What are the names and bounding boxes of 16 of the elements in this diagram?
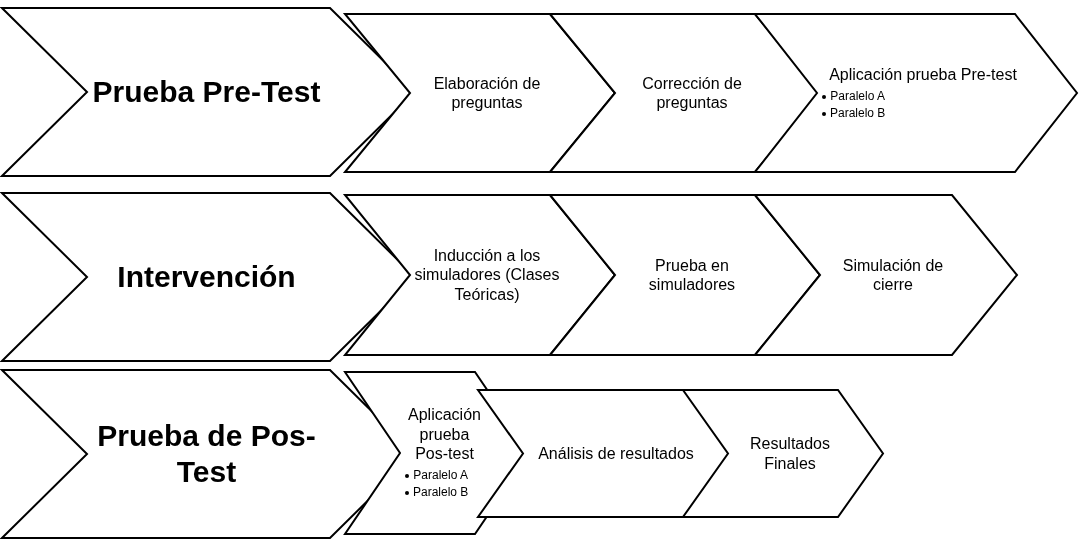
- step-label: Corrección de preguntas: [641, 73, 743, 113]
- bullet-item: Paralelo B: [404, 483, 469, 501]
- bullet-item: Paralelo A: [821, 87, 886, 105]
- bullet-item: Paralelo B: [821, 104, 886, 122]
- step-label: Elaboración de preguntas: [432, 73, 542, 113]
- step-label: Aplicación prueba Pos-test: [407, 405, 482, 463]
- step-label: Prueba de Pos-Test: [96, 418, 317, 490]
- step-label: Intervención: [117, 259, 296, 295]
- step-label: Análisis de resultados: [538, 443, 694, 464]
- bullet-item: Paralelo A: [404, 467, 469, 484]
- step-label: Inducción a los simuladores (Clases Teóricas): [414, 246, 560, 304]
- step-label: Resultados Finales: [748, 434, 831, 473]
- step-label: Aplicación prueba Pre-test: [829, 64, 1017, 84]
- step-label: Prueba Pre-Test: [92, 74, 321, 110]
- step-label: Simulación de cierre: [841, 255, 945, 295]
- step-label: Prueba en simuladores: [647, 255, 737, 295]
